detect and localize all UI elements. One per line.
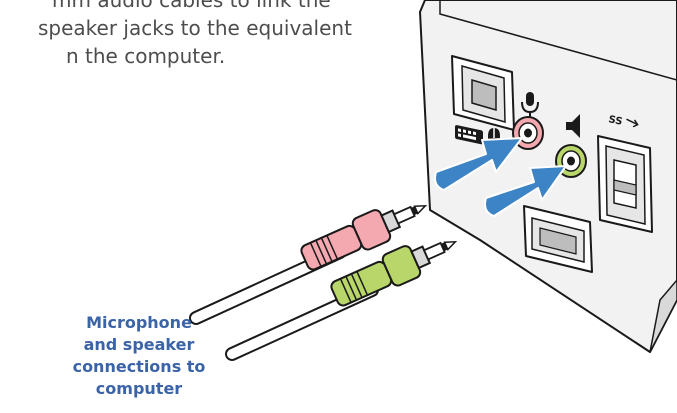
figure-caption: Microphone and speaker connections to co… — [64, 312, 214, 400]
caption-line-4: computer — [64, 378, 214, 400]
caption-line-2: and speaker — [64, 334, 214, 356]
caption-line-1: Microphone — [64, 312, 214, 334]
usb3-port — [598, 136, 652, 232]
caption-line-3: connections to — [64, 356, 214, 378]
